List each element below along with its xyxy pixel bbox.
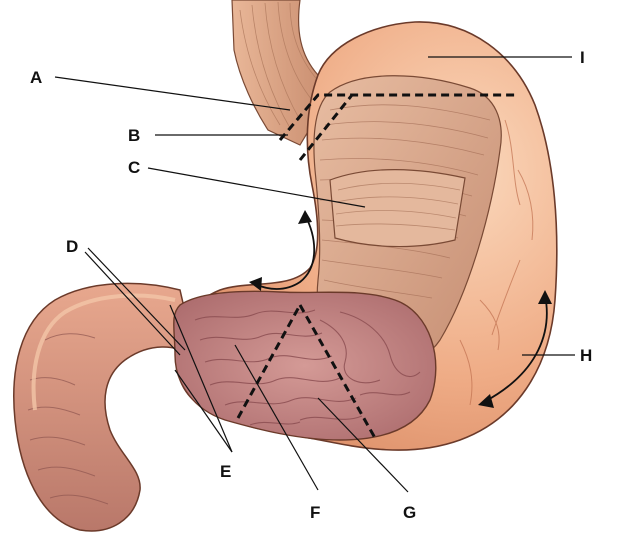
label-h: H [580,346,592,365]
lesser-curvature-arrowhead-top [298,210,312,224]
leader-line-f [234,344,319,491]
leader-line-d-1 [87,247,186,351]
gastric-mucosa [173,290,437,441]
leader-line-d-2 [84,251,181,356]
oblique-muscle-flap [329,169,466,248]
lesser-curvature-arrowhead-left [249,277,262,291]
duodenum [13,282,197,532]
label-a: A [30,68,42,87]
leader-line-g [317,397,409,493]
label-g: G [403,503,416,522]
label-e: E [220,462,231,481]
label-b: B [128,126,140,145]
leader-line-e-2 [169,304,233,453]
esophagus-muscle-fibers [239,1,323,129]
blood-vessels [459,119,534,406]
label-f: F [310,503,320,522]
leader-lines [54,56,575,493]
label-c: C [128,158,140,177]
greater-curvature-arrowhead-bottom [478,394,494,408]
oblique-flap-fibers [335,182,461,231]
leader-line-c [147,167,366,208]
region-boundary-lines [236,93,515,439]
duodenum-inner-wall [31,293,176,411]
label-i: I [580,48,585,67]
label-d: D [66,237,78,256]
greater-curvature-arrow [483,294,548,403]
leader-line-a [54,76,291,111]
leader-line-e-1 [174,369,233,453]
lesser-curvature-arrow [254,214,316,290]
greater-curvature-arrowhead-top [538,290,552,304]
